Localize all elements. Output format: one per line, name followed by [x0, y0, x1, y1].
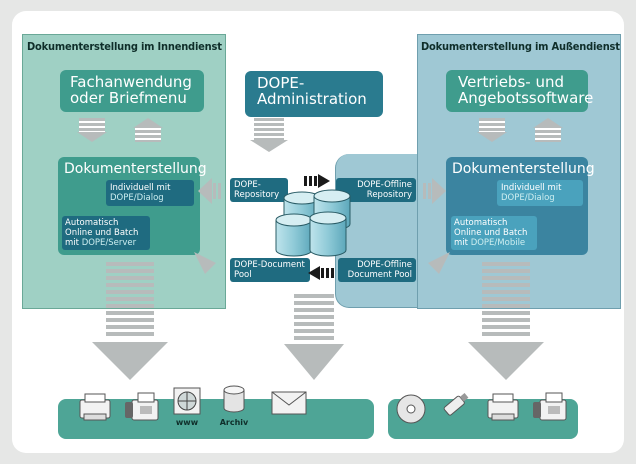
panel-title-aussendienst: Dokumenterstellung im Außendienst	[421, 40, 620, 53]
dope-dialog-keyword-right: DOPE/Dialog	[501, 193, 555, 203]
dope-dialog-box-right: Individuell mit DOPE/Dialog	[497, 180, 583, 206]
arrow-admin-head	[250, 140, 288, 152]
arrow-up-hatched-right	[535, 128, 561, 142]
database-cluster-icon	[275, 189, 351, 257]
printer-icon-right	[487, 393, 519, 421]
dope-dialog-keyword: DOPE/Dialog	[110, 193, 164, 203]
dope-document-pool-box: DOPE-Document Pool	[230, 258, 310, 282]
dope-server-box: Automatisch Online und Batch mit DOPE/Se…	[62, 216, 150, 250]
arrow-down-head-right	[477, 132, 507, 142]
dope-mobile-box: Automatisch Online und Batch mit DOPE/Mo…	[451, 216, 537, 250]
fax-icon-right	[533, 392, 567, 421]
archive-icon	[223, 385, 245, 413]
arrow-up-head	[133, 118, 163, 128]
output-arrow-left	[92, 262, 168, 380]
www-label: www	[175, 418, 199, 427]
vertriebs-box: Vertriebs- und Angebotssoftware	[446, 70, 593, 112]
dokumenterstellung-label-right: Dokumenterstellung	[452, 161, 595, 177]
mit-text-right: mit	[454, 238, 471, 248]
dope-administration-box: DOPE-Administration	[245, 71, 383, 117]
arrow-down-hatched-right	[479, 118, 505, 132]
output-arrow-right	[468, 262, 544, 380]
automatisch-text: Automatisch	[65, 218, 119, 228]
dope-repository-box: DOPE-Repository	[230, 178, 288, 202]
globe-icon	[173, 387, 201, 415]
fachanwendung-box: Fachanwendung oder Briefmenu	[60, 70, 204, 112]
arrow-admin-hatched	[254, 118, 284, 140]
sync-arrow-left	[308, 266, 334, 280]
arrow-down-head	[77, 132, 107, 142]
automatisch-text-right: Automatisch	[454, 218, 508, 228]
online-batch-text: Online und Batch	[65, 228, 139, 238]
arrow-right-hatched	[423, 178, 446, 204]
mit-text: mit	[65, 238, 82, 248]
dope-offline-document-pool-box: DOPE-Offline Document Pool	[338, 258, 416, 282]
usb-stick-icon	[443, 393, 469, 416]
output-strip-left	[58, 399, 374, 439]
cd-icon	[396, 394, 426, 424]
fax-icon	[125, 392, 159, 421]
archiv-label: Archiv	[219, 418, 249, 427]
printer-icon	[79, 393, 111, 421]
dope-dialog-box-left: Individuell mit DOPE/Dialog	[106, 180, 194, 206]
arrow-up-hatched	[135, 128, 161, 142]
panel-title-innendienst: Dokumenterstellung im Innendienst	[27, 40, 222, 53]
dope-mobile-keyword: DOPE/Mobile	[470, 238, 526, 248]
dokumenterstellung-label-left: Dokumenterstellung	[64, 161, 207, 177]
arrow-down-hatched	[79, 118, 105, 132]
arrow-diagonal-left	[194, 252, 216, 274]
arrow-diagonal-right	[428, 252, 450, 274]
output-arrow-center	[284, 294, 344, 380]
dope-offline-repository-box: DOPE-Offline Repository	[336, 178, 416, 202]
sync-arrow-right	[304, 174, 330, 188]
arrow-up-head-right	[533, 118, 563, 128]
individuell-text: Individuell mit	[110, 183, 171, 193]
online-batch-text-right: Online und Batch	[454, 228, 528, 238]
arrow-left-hatched	[198, 178, 221, 204]
dope-server-keyword: DOPE/Server	[81, 238, 137, 248]
individuell-text-right: Individuell mit	[501, 183, 562, 193]
email-icon	[271, 391, 307, 415]
